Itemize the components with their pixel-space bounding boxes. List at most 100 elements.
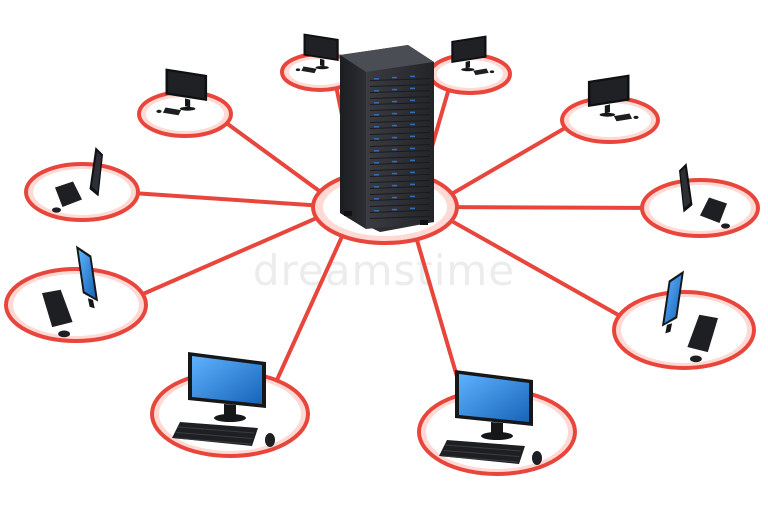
node-ring-inner-6 [649,185,751,231]
keyboard-key-row [443,450,520,457]
monitor-back [168,71,205,99]
server-rack-side [340,55,366,229]
server-led [374,90,379,92]
server-led [374,162,379,164]
monitor-back [453,37,485,61]
server-bay-line [369,185,431,189]
keyboard-icon [613,113,633,122]
mouse-icon [689,355,702,363]
server-bay-line [369,78,431,81]
monitor-screen [91,151,102,192]
server-bay-line [369,90,431,93]
computer-workstation-7 [42,245,99,338]
watermark-text: dreamstime [253,246,515,295]
server-led [392,136,397,139]
network-link-3 [224,121,324,195]
server-bay-line [369,155,431,159]
server-led [392,208,397,211]
server-led [410,207,415,210]
node-ring-inner-7 [13,274,139,336]
mouse-icon [52,207,61,213]
node-ring-inner-3 [146,97,224,131]
server-led [410,87,415,90]
server-led [392,124,397,127]
node-ring-inner-4 [569,103,651,137]
monitor-stand [465,60,470,69]
monitor-screen [78,249,96,299]
server-led [374,210,379,212]
network-link-10 [414,235,465,397]
keyboard-icon [301,66,317,74]
server-bay-line [369,191,431,195]
server-bay-line [369,102,431,105]
keyboard-icon [700,197,727,223]
server-led [374,102,379,104]
monitor-stand [665,323,673,334]
server-bay-line [369,132,431,135]
network-link-6 [452,205,645,210]
computer-workstation-6 [679,163,730,229]
server-bay-line [369,167,431,171]
server-led [410,99,415,102]
server-led [392,184,397,187]
server-led [392,76,397,79]
keyboard-icon [687,314,718,353]
server-bay-line [369,209,431,213]
monitor-base [599,112,616,117]
monitor-stand [320,58,325,67]
mouse-icon [295,68,301,72]
network-links [135,86,645,397]
server-bay-line [369,143,431,147]
keyboard-key-row [176,432,253,439]
keyboard-key-row [177,426,255,434]
computer-workstation-1 [295,33,339,74]
keyboard-icon [42,289,73,328]
server-bay-line [369,173,431,177]
server-bay-line [369,179,431,183]
server-led [410,147,415,150]
server-led [392,148,397,151]
server-led [410,111,415,114]
mouse-icon [721,223,730,229]
server-rack-icon [340,45,434,232]
mouse-icon [633,115,639,120]
computer-workstation-9 [172,352,275,447]
server-bay-line [369,149,431,153]
server-led [374,150,379,152]
server-bay-line [369,161,431,165]
server-led [410,135,415,138]
server-bay-line [369,203,431,207]
monitor-screen [459,374,529,422]
monitor-stand [224,404,236,416]
mouse-icon [265,433,275,447]
server-bay-line [369,108,431,111]
server-led [392,100,397,103]
server-led [392,196,397,199]
server-led [374,198,379,200]
monitor-stand [604,104,610,114]
monitor-screen [680,167,691,208]
server-bay-line [369,84,431,87]
node-ring-inner-2 [437,60,503,88]
computer-workstation-10 [439,370,542,465]
server-led [374,114,379,116]
server-led [410,195,415,198]
server-led [410,171,415,174]
monitor-base [214,414,246,422]
server-bay-line [369,215,431,219]
network-link-8 [447,217,622,318]
mouse-icon [489,70,495,74]
network-link-7 [140,215,321,297]
server-led [392,172,397,175]
computer-workstation-2 [451,35,495,76]
server-led [392,112,397,115]
server-led [374,186,379,188]
server-bay-line [369,120,431,123]
server-foot [420,220,428,225]
monitor-base [461,67,475,72]
node-ring-inner-1 [289,59,351,85]
server-led [410,183,415,186]
server-led [410,123,415,126]
server-bay-line [369,138,431,141]
